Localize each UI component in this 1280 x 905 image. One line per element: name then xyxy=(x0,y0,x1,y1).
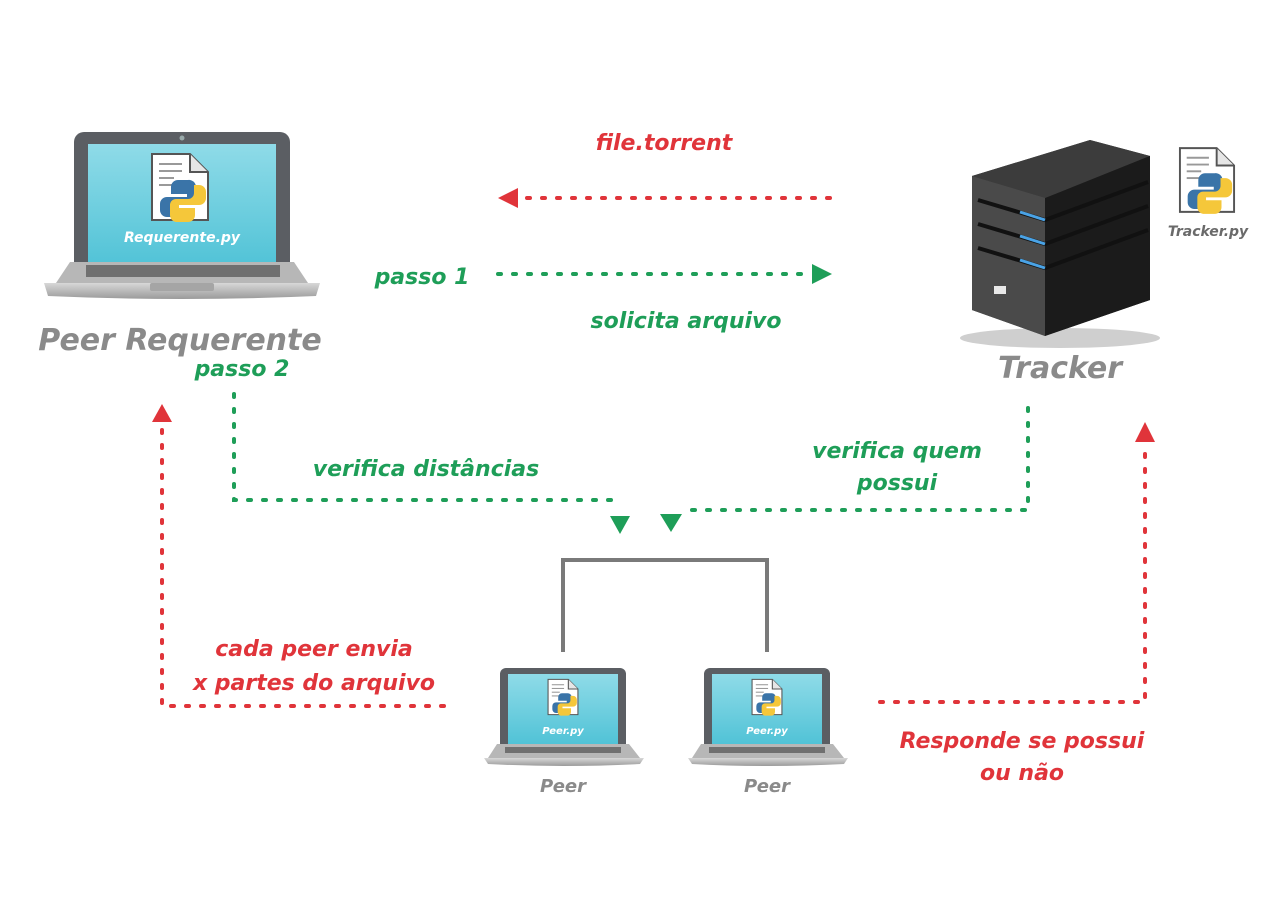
label-responde-line1: Responde se possui xyxy=(900,729,1145,754)
requester-file-label: Requerente.py xyxy=(124,230,241,246)
label-file-torrent: file.torrent xyxy=(596,131,734,156)
tracker-server xyxy=(960,140,1160,348)
label-verifica-distancias: verifica distâncias xyxy=(313,457,539,482)
python-file-icon xyxy=(547,678,579,716)
arrow-passo-2 xyxy=(232,392,630,534)
peer-2-file-label: Peer.py xyxy=(746,726,788,737)
requester-laptop: Requerente.py xyxy=(44,132,320,299)
label-verifica-quem-line2: possui xyxy=(856,471,938,496)
arrow-cada-peer xyxy=(152,404,446,708)
peer-laptop-2: Peer.py xyxy=(688,668,848,766)
arrow-file-torrent xyxy=(498,188,832,208)
arrow-passo-1 xyxy=(496,264,832,284)
label-cada-peer-line1: cada peer envia xyxy=(215,637,413,662)
label-cada-peer-line2: x partes do arquivo xyxy=(192,671,435,696)
requester-title: Peer Requerente xyxy=(38,323,321,358)
python-file-icon xyxy=(1178,147,1236,214)
arrow-verifica-quem xyxy=(660,406,1030,532)
peer-2-title: Peer xyxy=(744,776,791,797)
peer-network-link xyxy=(561,558,769,652)
label-passo-1: passo 1 xyxy=(374,265,470,290)
tracker-title: Tracker xyxy=(998,351,1124,386)
label-solicita-arquivo: solicita arquivo xyxy=(591,309,782,334)
label-passo-2: passo 2 xyxy=(194,357,290,382)
python-file-icon xyxy=(151,153,209,222)
peer-1-file-label: Peer.py xyxy=(542,726,584,737)
peer-1-title: Peer xyxy=(540,776,587,797)
label-verifica-quem-line1: verifica quem xyxy=(812,439,982,464)
python-file-icon xyxy=(751,678,783,716)
arrow-responde xyxy=(878,422,1155,704)
label-responde-line2: ou não xyxy=(980,761,1064,786)
tracker-file-label: Tracker.py xyxy=(1168,224,1249,240)
peer-laptop-1: Peer.py xyxy=(484,668,644,766)
